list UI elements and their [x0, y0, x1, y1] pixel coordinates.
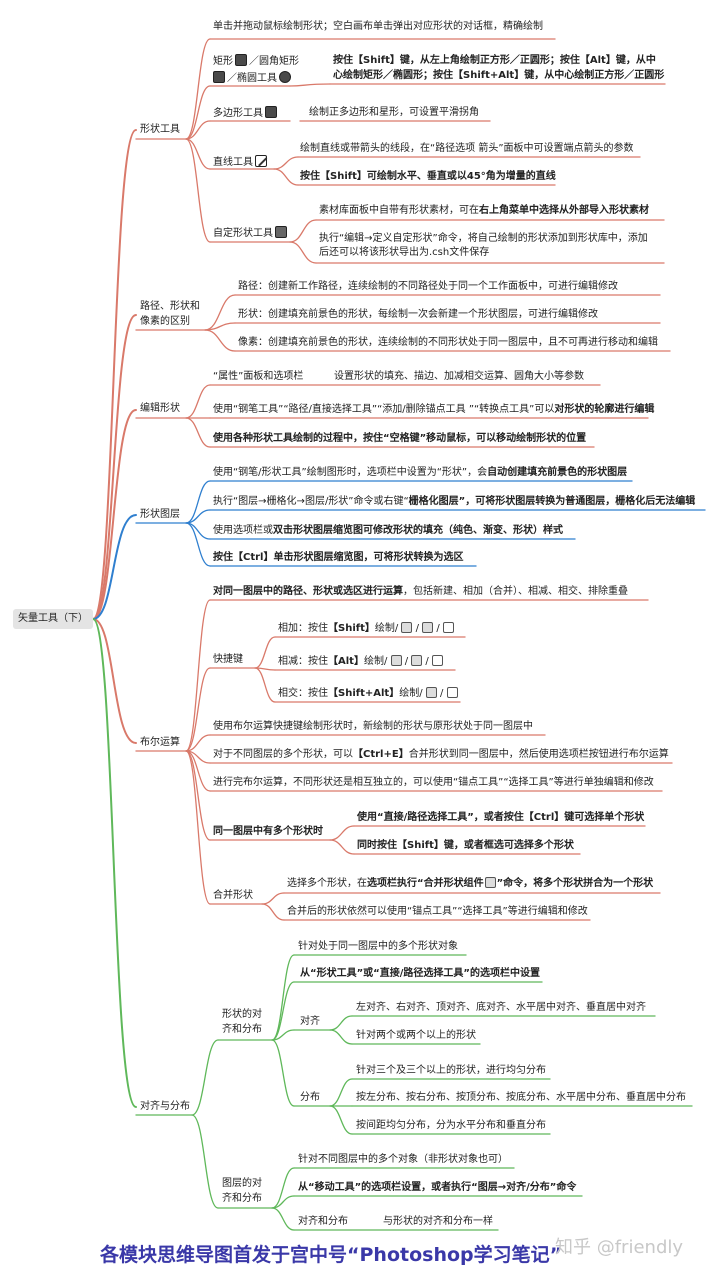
node-polygon-tool: 多边形工具 — [213, 106, 277, 121]
node-shape-align-1: 形状的对 — [222, 1009, 262, 1020]
rect-note-2: 心绘制矩形／椭圆形；按住【Shift+Alt】键，从中心绘制正方形／正圆形 — [333, 70, 665, 81]
node-diff-1: 路径、形状和 — [140, 301, 200, 312]
blue-subbranches — [135, 480, 706, 567]
layer-g2: 从“移动工具”的选项栏设置，或者执行“图层→对齐/分布”命令 — [298, 1182, 577, 1193]
rectangle-icon — [235, 54, 247, 66]
dist-d1: 针对三个及三个以上的形状，进行均匀分布 — [356, 1065, 546, 1076]
node-boolean: 布尔运算 — [140, 737, 180, 748]
subtract-combine-icon — [431, 655, 443, 666]
polygon-note: 绘制正多边形和星形，可设置平滑拐角 — [309, 107, 479, 118]
line-note-1: 绘制直线或带箭头的线段，在“路径选项 箭头”面板中可设置端点箭头的参数 — [300, 143, 634, 154]
add-combine-icon — [442, 622, 454, 633]
footer-note: 各模块思维导图首发于宫中号“Photoshop学习笔记” — [100, 1244, 563, 1266]
edit-prop-note: 设置形状的填充、描边、加减相交运算、圆角大小等参数 — [334, 371, 584, 382]
custom-note-2a: 执行“编辑→定义自定形状”命令，将自己绘制的形状添加到形状库中，添加 — [319, 233, 648, 244]
green-branch — [92, 618, 137, 1108]
diff-shape: 形状：创建填充前景色的形状，每绘制一次会新建一个形状图层，可进行编辑修改 — [238, 309, 598, 320]
orange-subbranches — [135, 38, 673, 921]
node-distribute: 分布 — [300, 1092, 320, 1103]
shortcut-intersect: 相交：按住【Shift+Alt】绘制/ / — [278, 687, 458, 701]
merge-1: 选择多个形状，在选项栏执行“合并形状组件”命令，将多个形状拼合为一个形状 — [287, 877, 654, 889]
rect-note-1: 按住【Shift】键，从左上角绘制正方形／正圆形；按住【Alt】键，从中 — [333, 55, 656, 66]
merge-components-icon — [484, 877, 496, 888]
node-diff-2: 像素的区别 — [140, 316, 190, 327]
edit-prop-label: “属性”面板和选项栏 — [213, 371, 304, 382]
layer-l1: 使用“钢笔/形状工具”绘制图形时，选项栏中设置为“形状”，会自动创建填充前景色的… — [213, 467, 628, 478]
node-layer-align-1: 图层的对 — [222, 1178, 262, 1189]
node-custom-shape-tool: 自定形状工具 — [213, 226, 287, 241]
intersect-combine-icon — [446, 687, 458, 698]
dist-d3: 按间距均匀分布，分为水平分布和垂直分布 — [356, 1120, 546, 1131]
node-align-distribute: 对齐与分布 — [140, 1101, 190, 1112]
ellipse-icon — [279, 71, 291, 83]
add-pen-icon — [422, 622, 434, 633]
root-node[interactable]: 矢量工具（下） — [13, 609, 93, 629]
node-edit-shape: 编辑形状 — [140, 403, 180, 414]
node-shape-layer: 形状图层 — [140, 509, 180, 520]
blue-branch — [92, 514, 137, 620]
node-rect-tool: 矩形／圆角矩形 — [213, 54, 299, 67]
custom-shape-icon — [275, 226, 287, 238]
subtract-pen-icon — [411, 655, 423, 666]
bool-b4: 进行完布尔运算，不同形状还是相互独立的，可以使用“锚点工具”“选择工具”等进行单… — [213, 777, 654, 788]
multi-1: 使用“直接/路径选择工具”，或者按住【Ctrl】键可选择单个形状 — [357, 812, 645, 823]
multi-2: 同时按住【Shift】键，或者框选可选择多个形状 — [357, 840, 574, 851]
custom-note-2b: 后还可以将该形状导出为.csh文件保存 — [319, 247, 490, 258]
shape-intro: 单击并拖动鼠标绘制形状；空白画布单击弹出对应形状的对话框，精确绘制 — [213, 21, 543, 32]
align-s2: 从“形状工具”或“直接/路径选择工具”的选项栏中设置 — [300, 968, 540, 979]
edit-pen: 使用“钢笔工具”“路径/直接选择工具”“添加/删除锚点工具 ”“转换点工具”可以… — [213, 404, 655, 415]
bool-b1: 对同一图层中的路径、形状或选区进行运算，包括新建、相加（合并）、相减、相交、排除… — [213, 586, 628, 597]
node-merge-shapes: 合并形状 — [213, 890, 253, 901]
add-rect-icon — [401, 622, 413, 633]
node-ellipse-tool: ／椭圆工具 — [213, 71, 291, 86]
merge-2: 合并后的形状依然可以使用“锚点工具”“选择工具”等进行编辑和修改 — [287, 906, 588, 917]
layer-l3: 使用选项栏或双击形状图层缩览图可修改形状的填充（纯色、渐变、形状）样式 — [213, 525, 563, 536]
custom-note-1: 素材库面板中自带有形状素材，可在右上角菜单中选择从外部导入形状素材 — [319, 205, 649, 216]
node-shortcut: 快捷键 — [213, 654, 243, 665]
rounded-rect-icon — [213, 71, 225, 83]
node-shape-tools: 形状工具 — [140, 124, 180, 135]
dist-d2: 按左分布、按右分布、按顶分布、按底分布、水平居中分布、垂直居中分布 — [356, 1092, 686, 1103]
intersect-rect-icon — [425, 687, 437, 698]
shortcut-subtract: 相减：按住【Alt】绘制/ / / — [278, 655, 443, 669]
layer-g3-note: 与形状的对齐和分布一样 — [383, 1216, 493, 1227]
polygon-icon — [265, 106, 277, 118]
node-layer-align-2: 齐和分布 — [222, 1193, 262, 1204]
shortcut-add: 相加：按住【Shift】绘制/ / / — [278, 622, 454, 636]
orange-branches — [92, 129, 137, 744]
layer-l2: 执行“图层→栅格化→图层/形状”命令或右键“栅格化图层”，可将形状图层转换为普通… — [213, 496, 696, 507]
align-s1: 针对处于同一图层中的多个形状对象 — [298, 941, 458, 952]
node-line-tool: 直线工具 — [213, 155, 267, 170]
node-shape-align-2: 齐和分布 — [222, 1024, 262, 1035]
subtract-rect-icon — [390, 655, 402, 666]
layer-g1: 针对不同图层中的多个对象（非形状对象也可） — [298, 1154, 508, 1165]
align-a1: 左对齐、右对齐、顶对齐、底对齐、水平居中对齐、垂直居中对齐 — [356, 1002, 646, 1013]
line-icon — [255, 155, 267, 167]
green-subbranches — [135, 954, 693, 1231]
diff-path: 路径：创建新工作路径，连续绘制的不同路径处于同一个工作面板中，可进行编辑修改 — [238, 281, 618, 292]
diff-pixel: 像素：创建填充前景色的形状，连续绘制的不同形状处于同一图层中，且不可再进行移动和… — [238, 337, 658, 348]
edit-space: 使用各种形状工具绘制的过程中，按住“空格键”移动鼠标，可以移动绘制形状的位置 — [213, 433, 587, 444]
bool-b2: 使用布尔运算快捷键绘制形状时，新绘制的形状与原形状处于同一图层中 — [213, 721, 533, 732]
align-a2: 针对两个或两个以上的形状 — [356, 1030, 476, 1041]
layer-g3-label: 对齐和分布 — [298, 1216, 348, 1227]
bool-b3: 对于不同图层的多个形状，可以【Ctrl+E】合并形状到同一图层中，然后使用选项栏… — [213, 749, 669, 760]
layer-l4: 按住【Ctrl】单击形状图层缩览图，可将形状转换为选区 — [213, 552, 464, 563]
watermark: 知乎 @friendly — [555, 1237, 684, 1258]
node-align: 对齐 — [300, 1016, 320, 1027]
node-multi-shapes: 同一图层中有多个形状时 — [213, 826, 323, 837]
line-note-2: 按住【Shift】可绘制水平、垂直或以45°角为增量的直线 — [300, 171, 556, 182]
